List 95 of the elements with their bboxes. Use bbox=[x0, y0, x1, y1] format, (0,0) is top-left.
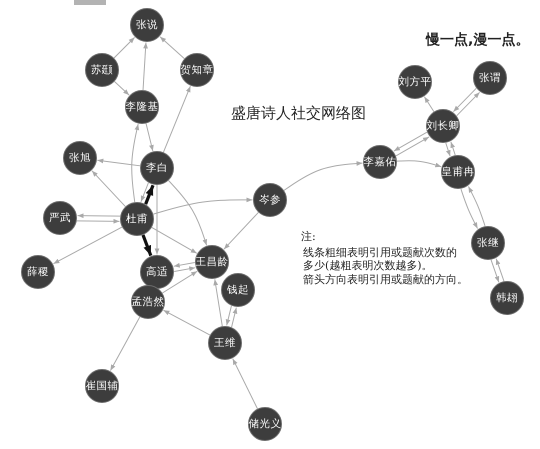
arrow bbox=[231, 307, 238, 328]
poet-name: 苏颋 bbox=[91, 64, 113, 76]
poet-node bbox=[63, 141, 97, 175]
poet-name: 高适 bbox=[146, 266, 168, 278]
poet-node bbox=[131, 285, 165, 319]
arrow bbox=[424, 96, 434, 112]
arrow bbox=[114, 36, 136, 58]
arrow bbox=[76, 218, 120, 224]
poet-name: 张旭 bbox=[69, 152, 91, 164]
arrow bbox=[393, 132, 428, 152]
poet-node bbox=[441, 155, 475, 189]
arrow bbox=[452, 88, 477, 112]
poet-node bbox=[398, 65, 432, 99]
arrow bbox=[162, 270, 198, 294]
poet-node bbox=[140, 255, 174, 289]
poet-name: 韩翃 bbox=[496, 292, 518, 304]
arrow bbox=[91, 170, 126, 208]
arrow bbox=[162, 310, 210, 336]
poet-name: 李白 bbox=[146, 162, 168, 174]
arrow bbox=[284, 161, 364, 191]
arrow bbox=[160, 36, 185, 60]
poet-name: 张继 bbox=[477, 236, 499, 250]
poet-node bbox=[85, 53, 119, 87]
poet-name: 刘长卿 bbox=[426, 120, 460, 132]
poet-name: 李嘉佑 bbox=[364, 156, 396, 168]
poet-name: 张谓 bbox=[479, 72, 501, 84]
poet-node bbox=[140, 151, 174, 185]
poet-node bbox=[120, 202, 154, 236]
poet-name: 杜甫 bbox=[126, 212, 148, 226]
poet-node bbox=[208, 326, 242, 360]
poet-name: 钱起 bbox=[227, 284, 249, 296]
poet-node bbox=[363, 145, 397, 179]
poet-name: 崔国辅 bbox=[86, 380, 118, 392]
arrow bbox=[77, 213, 121, 218]
poet-node bbox=[180, 53, 214, 87]
poet-name: 薛稷 bbox=[27, 266, 49, 278]
arrow bbox=[142, 42, 148, 91]
arrow bbox=[131, 124, 140, 203]
poet-node bbox=[125, 90, 159, 124]
poet-name: 皇甫冉 bbox=[442, 166, 474, 178]
poet-node bbox=[426, 109, 460, 143]
poet-name: 岑参 bbox=[259, 194, 281, 206]
arrow bbox=[110, 316, 140, 372]
arrow bbox=[174, 266, 196, 272]
arrow bbox=[223, 212, 259, 250]
arrow bbox=[450, 141, 456, 156]
poet-node bbox=[490, 281, 524, 315]
arrow bbox=[52, 226, 123, 264]
arrow bbox=[142, 234, 152, 256]
arrow bbox=[232, 358, 258, 410]
poet-node bbox=[130, 8, 164, 42]
poet-name: 李隆基 bbox=[126, 100, 158, 114]
note-text: 线条粗细表明引用或题献次数的多少(越粗表明次数越多)。 bbox=[303, 246, 458, 272]
arrow bbox=[152, 197, 253, 215]
poet-node bbox=[43, 201, 77, 235]
poet-node bbox=[195, 245, 229, 279]
poet-node bbox=[473, 61, 507, 95]
arrow bbox=[173, 262, 196, 268]
poet-node bbox=[471, 226, 505, 260]
poet-name: 张说 bbox=[136, 18, 158, 32]
arrow bbox=[445, 142, 451, 157]
arrow bbox=[146, 123, 154, 152]
arrow bbox=[154, 184, 160, 255]
poet-name: 贺知章 bbox=[180, 64, 214, 76]
arrow bbox=[456, 92, 480, 116]
arrow bbox=[213, 278, 223, 327]
arrow bbox=[496, 258, 504, 282]
poet-node bbox=[85, 369, 119, 403]
poet-name: 孟浩然 bbox=[132, 296, 164, 308]
arrow bbox=[151, 226, 198, 254]
note-text: 箭头方向表明引用或题献的方向。 bbox=[303, 273, 468, 287]
arrow bbox=[396, 136, 430, 156]
note-heading: 注: bbox=[301, 230, 316, 244]
arrow bbox=[162, 86, 191, 153]
arrow bbox=[96, 158, 141, 166]
poet-name: 储光义 bbox=[248, 418, 282, 430]
poet-node bbox=[21, 255, 55, 289]
poet-name: 刘方平 bbox=[398, 76, 432, 88]
poet-name: 严武 bbox=[49, 212, 71, 224]
arrow bbox=[168, 180, 208, 246]
poet-name: 王昌龄 bbox=[196, 256, 228, 268]
subtitle: 慢一点,漫一点。 bbox=[426, 32, 530, 49]
arrow bbox=[144, 184, 155, 205]
poet-node bbox=[221, 273, 255, 307]
arrow bbox=[490, 259, 500, 283]
arrow bbox=[460, 188, 478, 229]
arrow bbox=[226, 305, 232, 326]
poet-node bbox=[248, 407, 282, 441]
arrow bbox=[140, 182, 149, 202]
poet-node bbox=[253, 183, 287, 217]
arrow bbox=[468, 186, 486, 226]
arrow bbox=[114, 81, 130, 96]
chart-title: 盛唐诗人社交网络图 bbox=[231, 104, 366, 123]
poet-name: 王维 bbox=[214, 336, 236, 350]
arrow bbox=[396, 160, 442, 168]
